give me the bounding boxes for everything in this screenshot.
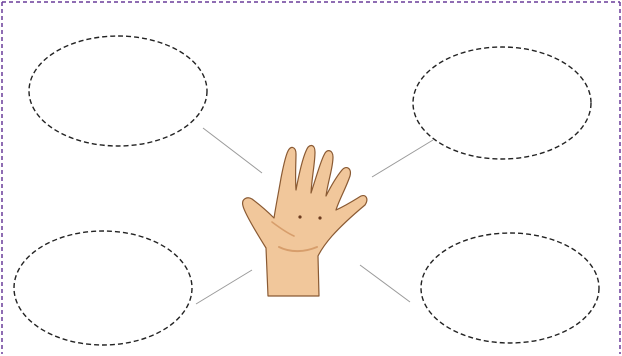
connector-top-right	[372, 140, 433, 177]
bubble-bottom-right[interactable]	[421, 233, 599, 343]
connector-bottom-right	[360, 265, 410, 302]
hand-shape	[243, 145, 367, 296]
bubble-top-left[interactable]	[29, 36, 207, 146]
connector-bottom-left	[196, 270, 252, 304]
hand-icon	[243, 145, 367, 296]
palm-dot-right	[318, 216, 321, 219]
bubble-top-right[interactable]	[413, 47, 591, 159]
connector-top-left	[203, 128, 262, 173]
bubble-bottom-left[interactable]	[14, 231, 192, 345]
palm-dot-left	[298, 215, 301, 218]
